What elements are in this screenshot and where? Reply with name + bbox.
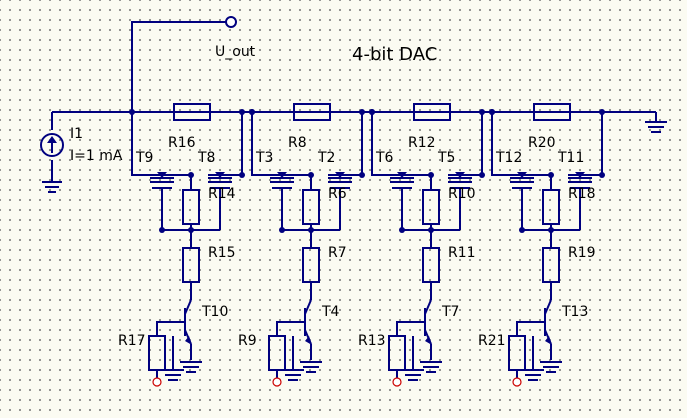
ground-icon	[42, 181, 62, 193]
load-resistor	[542, 175, 560, 230]
ladder-resistor	[533, 103, 571, 121]
switch-transistor-icon	[184, 299, 192, 360]
left-transistor-label: T3	[255, 150, 273, 166]
ladder-resistor	[293, 103, 331, 121]
left-transistor-label: T9	[135, 150, 153, 166]
base-resistor-label: R17	[118, 333, 146, 349]
right-transistor-icon	[328, 172, 352, 189]
ground-icon	[300, 361, 322, 373]
switch-transistor-icon	[544, 299, 552, 360]
ladder-resistor	[413, 103, 451, 121]
load-resistor-label: R10	[448, 186, 476, 202]
base-resistor	[268, 335, 286, 387]
series-resistor-label: R19	[568, 245, 596, 261]
ground-icon	[420, 361, 442, 373]
ground-icon	[180, 361, 202, 373]
base-resistor	[388, 335, 406, 387]
source-name: I1	[70, 126, 83, 142]
ladder-resistor-label: R8	[288, 135, 307, 151]
series-resistor	[542, 230, 560, 300]
source-value: I=1 mA	[70, 148, 123, 164]
ladder-resistor-label: R12	[408, 135, 436, 151]
base-resistor	[148, 335, 166, 387]
ladder-resistor-label: R20	[528, 135, 556, 151]
series-resistor	[302, 230, 320, 300]
load-resistor	[182, 175, 200, 230]
load-resistor	[422, 175, 440, 230]
series-resistor-label: R11	[448, 245, 476, 261]
switch-transistor-icon	[304, 299, 312, 360]
ground-icon	[162, 369, 184, 381]
right-transistor-label: T11	[557, 150, 584, 166]
series-resistor-label: R7	[328, 245, 347, 261]
base-resistor-label: R9	[238, 333, 257, 349]
load-resistor-label: R14	[208, 186, 236, 202]
switch-transistor-label: T7	[441, 304, 459, 320]
series-resistor	[422, 230, 440, 300]
base-resistor	[508, 335, 526, 387]
right-transistor-label: T5	[437, 150, 455, 166]
series-resistor-label: R15	[208, 245, 236, 261]
load-resistor-label: R6	[328, 186, 347, 202]
base-resistor-label: R13	[358, 333, 386, 349]
ground-icon	[522, 369, 544, 381]
load-resistor	[302, 175, 320, 230]
output-label: U_out	[215, 44, 256, 60]
ground-icon	[540, 361, 562, 373]
load-resistor-label: R18	[568, 186, 596, 202]
base-resistor-label: R21	[478, 333, 506, 349]
right-transistor-label: T2	[317, 150, 335, 166]
ground-icon	[402, 369, 424, 381]
switch-transistor-label: T13	[561, 304, 588, 320]
ladder-resistor	[173, 103, 211, 121]
switch-transistor-label: T4	[321, 304, 340, 320]
ladder-resistor-label: R16	[168, 135, 196, 151]
left-transistor-label: T12	[495, 150, 522, 166]
right-transistor-label: T8	[197, 150, 215, 166]
switch-transistor-icon	[424, 299, 432, 360]
ground-icon	[282, 369, 304, 381]
switch-transistor-label: T10	[201, 304, 228, 320]
schematic-title: 4-bit DAC	[352, 44, 437, 65]
left-transistor-label: T6	[375, 150, 394, 166]
current-source	[40, 111, 132, 193]
ground-icon	[645, 112, 667, 133]
series-resistor	[182, 230, 200, 300]
output-terminal	[131, 16, 237, 112]
